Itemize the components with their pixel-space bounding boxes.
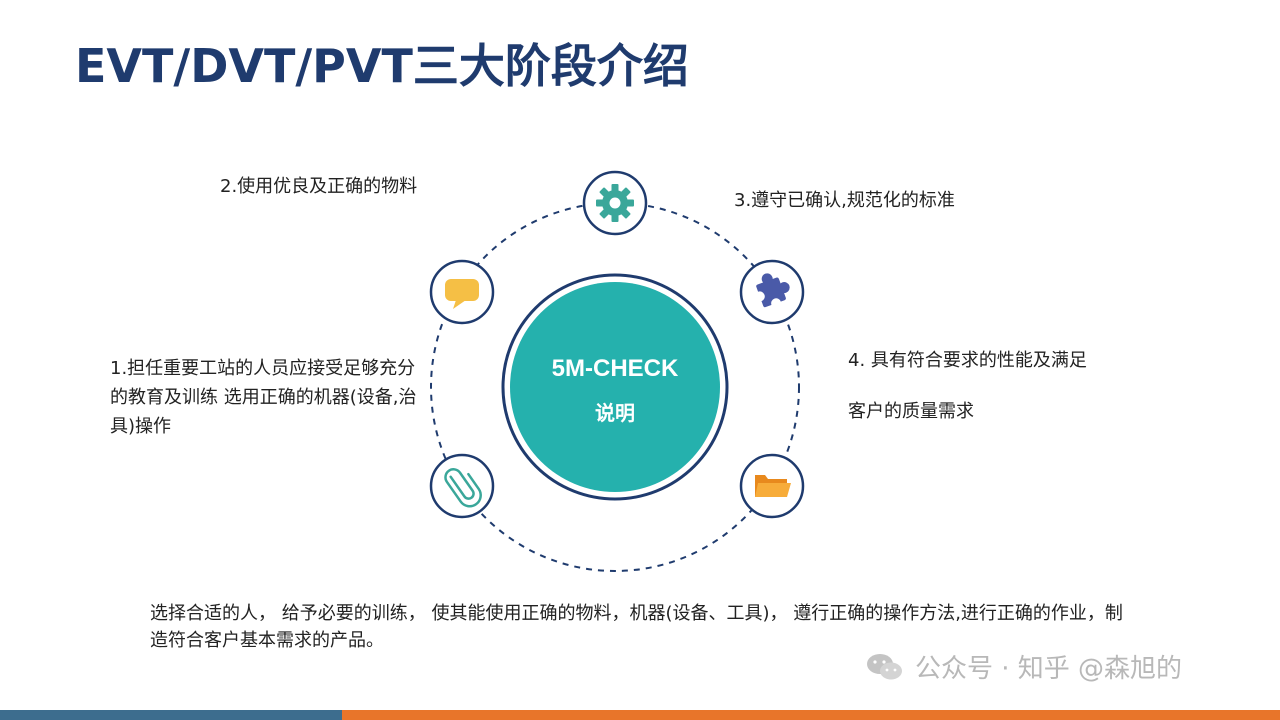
wechat-icon <box>867 653 902 679</box>
item-3-label: 3.遵守已确认,规范化的标准 <box>734 190 955 211</box>
puzzle-icon <box>754 273 790 309</box>
node-puzzle <box>739 259 805 325</box>
item-1-label: 1.担任重要工站的人员应接受足够充分的教育及训练 选用正确的机器(设备,治具)操… <box>110 358 417 438</box>
center-subtitle: 说明 <box>595 401 635 425</box>
center-circle <box>510 282 720 492</box>
watermark-text: 公众号 · 知乎 @森旭的 <box>915 654 1183 684</box>
footer-bar <box>0 710 1280 720</box>
item-2-label: 2.使用优良及正确的物料 <box>220 176 418 197</box>
node-chat <box>429 259 495 325</box>
chat-icon <box>445 279 479 309</box>
footer-bar-orange <box>342 710 1280 720</box>
paperclip-icon <box>444 468 482 508</box>
folder-icon <box>755 475 791 497</box>
gear-icon <box>596 184 634 222</box>
item-4-line2: 客户的质量需求 <box>848 401 974 423</box>
center-title: 5M-CHECK <box>551 355 679 382</box>
node-gear <box>582 170 648 236</box>
center-label: 5M-CHECK 说明 <box>515 355 715 426</box>
watermark: 公众号 · 知乎 @森旭的 <box>865 648 1182 685</box>
item-4-line1: 4. 具有符合要求的性能及满足 <box>848 350 1087 371</box>
summary-text: 选择合适的人， 给予必要的训练， 使其能使用正确的物料，机器(设备、工具)， 遵… <box>150 603 1123 651</box>
page-title: EVT/DVT/PVT三大阶段介绍 <box>75 39 689 93</box>
node-paperclip <box>429 453 495 519</box>
item-4-label: 4. 具有符合要求的性能及满足 客户的质量需求 <box>848 346 1148 426</box>
footer-bar-blue <box>0 710 342 720</box>
node-folder <box>739 453 805 519</box>
